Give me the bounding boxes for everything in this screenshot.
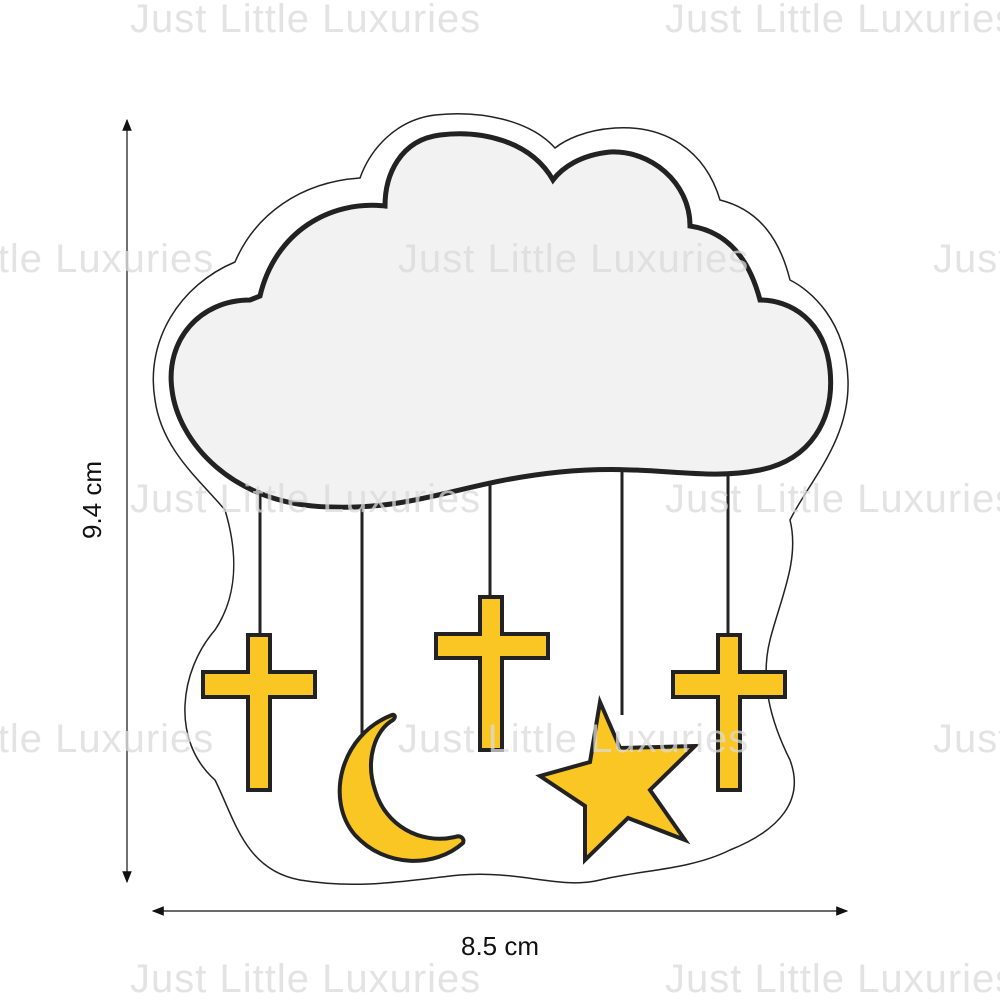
watermark: Just Little Luxuries — [665, 957, 1000, 1000]
watermark: Just Little Luxuries — [130, 0, 481, 41]
cloud — [168, 131, 834, 510]
watermark: Just Little Luxuries — [130, 957, 481, 1000]
watermark: Just Little Luxuries — [665, 477, 1000, 521]
height-label: 9.4 cm — [77, 461, 107, 539]
cross-charm-right — [671, 633, 787, 792]
watermark: Just Little Luxuries — [933, 237, 1000, 281]
watermark: Just Little Luxuries — [130, 477, 481, 521]
hanging-strings — [258, 470, 730, 735]
watermark: Just Little Luxuries — [398, 237, 749, 281]
watermark: Just Little Luxuries — [665, 0, 1000, 41]
cross-charm-center — [434, 595, 550, 752]
watermark: Just Little Luxuries — [933, 717, 1000, 761]
watermark: Just Little Luxuries — [398, 717, 749, 761]
moon-charm — [337, 712, 466, 863]
star-charm — [535, 695, 701, 865]
watermark: Just Little Luxuries — [0, 237, 214, 281]
cross-charm-left — [201, 633, 317, 792]
width-label: 8.5 cm — [461, 931, 539, 961]
watermark: Just Little Luxuries — [0, 717, 214, 761]
